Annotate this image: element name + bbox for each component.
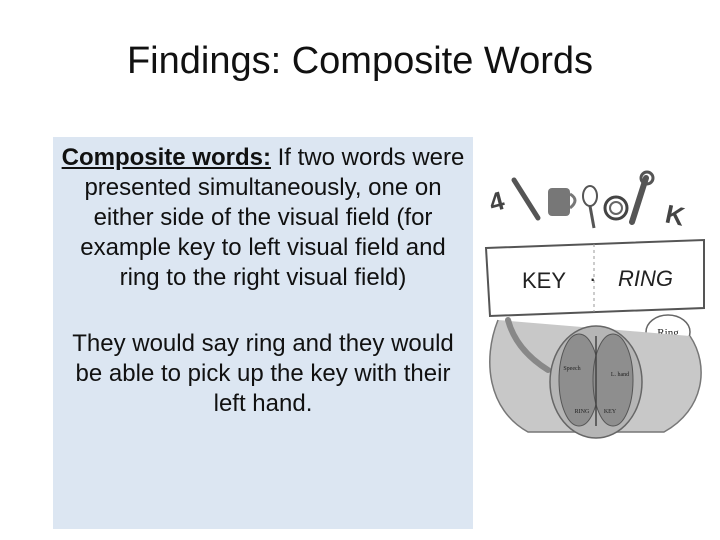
ring-icon (603, 195, 629, 221)
lead-term: Composite words: (61, 144, 271, 171)
object-letter-left: 4 (486, 185, 508, 218)
spoon-icon (582, 185, 598, 207)
mug-icon (548, 188, 570, 216)
left-bottom-label: RING (575, 409, 590, 415)
paragraph-1-text: If two words were presented simultaneous… (80, 144, 465, 291)
left-arm (505, 317, 551, 373)
paragraph-1: Composite words: If two words were prese… (59, 143, 467, 293)
display-screen: KEY · RING (484, 238, 705, 318)
paragraph-2: They would say ring and they would be ab… (72, 330, 454, 417)
screen-word-right: RING (618, 266, 673, 291)
split-brain-illustration: 4 K KEY · RING Ring Speech L. hand RING … (484, 170, 705, 439)
right-hemisphere (592, 333, 634, 427)
wrench-icon (629, 175, 649, 225)
screen-word-left: KEY (522, 268, 566, 293)
slide-title: Findings: Composite Words (126, 40, 594, 82)
person-top-view: Speech L. hand RING KEY (489, 317, 702, 439)
table-objects: 4 K (486, 170, 688, 232)
content-textbox: Composite words: If two words were prese… (53, 137, 473, 529)
right-bottom-label: KEY (604, 409, 617, 415)
right-hemisphere-label: L. hand (611, 372, 629, 378)
left-hemisphere-label: Speech (563, 366, 580, 372)
object-letter-right: K (663, 199, 688, 232)
screen-separator: · (589, 266, 596, 291)
pencil-icon (511, 177, 541, 221)
